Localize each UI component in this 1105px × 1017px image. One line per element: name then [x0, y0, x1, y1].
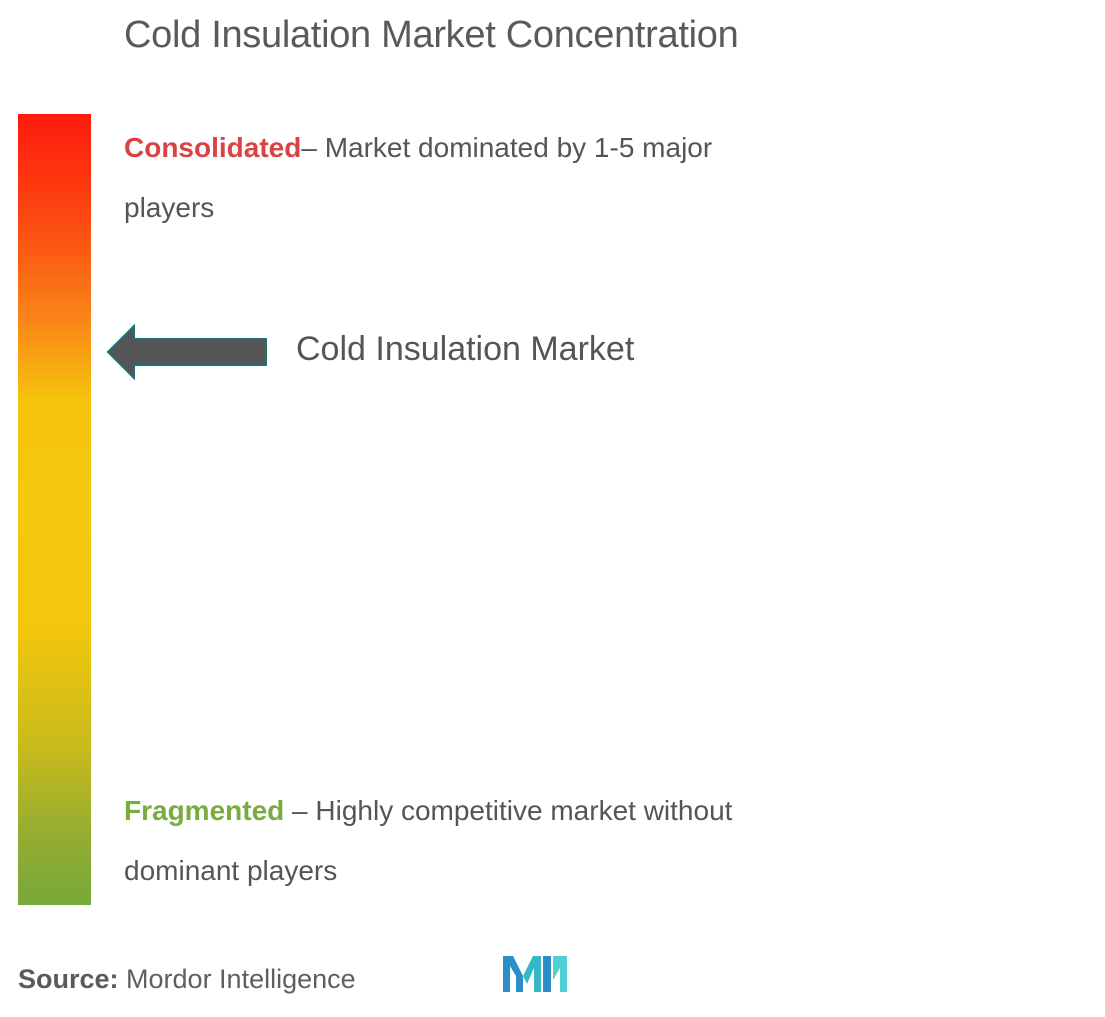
fragmented-description: Fragmented – Highly competitive market w…	[124, 781, 744, 901]
fragmented-label: Fragmented	[124, 795, 285, 826]
source-key: Source:	[18, 964, 119, 994]
mordor-intelligence-logo-icon	[503, 956, 567, 992]
source-value: Mordor Intelligence	[118, 964, 356, 994]
market-position-arrow-icon	[106, 324, 267, 380]
consolidated-description: Consolidated– Market dominated by 1-5 ma…	[124, 118, 724, 238]
source-note: Source: Mordor Intelligence	[18, 964, 356, 995]
fragmented-text: – Highly competitive market without domi…	[124, 795, 733, 886]
concentration-gradient-bar	[18, 114, 91, 905]
consolidated-label: Consolidated	[124, 132, 302, 163]
market-marker-label: Cold Insulation Market	[296, 330, 635, 368]
chart-title: Cold Insulation Market Concentration	[124, 14, 739, 56]
consolidated-text: – Market dominated by 1-5 major players	[124, 132, 713, 223]
